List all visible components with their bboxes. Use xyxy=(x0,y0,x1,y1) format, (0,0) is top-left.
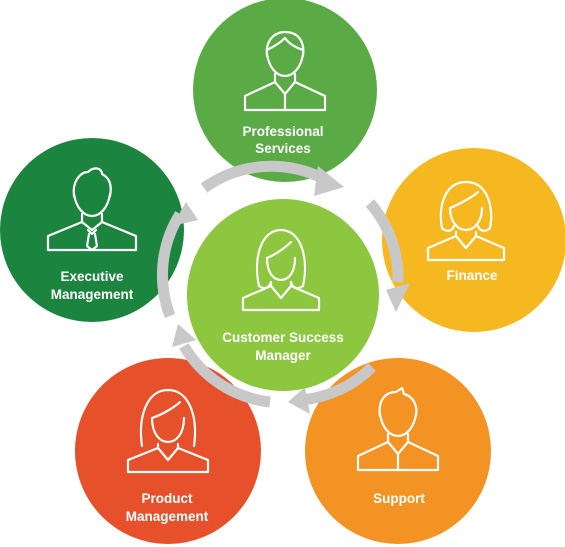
executive-management-label-line1: Executive xyxy=(60,269,124,284)
female-person-icon xyxy=(426,180,506,262)
center-label-line1: Customer Success xyxy=(222,330,344,345)
support-circle xyxy=(305,358,491,544)
female-person-icon xyxy=(241,228,321,312)
finance-label: Finance xyxy=(446,268,498,283)
female-person-icon xyxy=(126,388,210,474)
product-management-label-line1: Product xyxy=(141,491,193,506)
product-management-label-line2: Management xyxy=(126,509,209,524)
professional-services-label-line1: Professional xyxy=(242,124,323,139)
male-person-icon xyxy=(356,386,440,472)
support-label: Support xyxy=(373,491,425,506)
professional-services-label-line2: Services xyxy=(255,141,311,156)
male-person-icon xyxy=(46,167,138,252)
product-management-circle xyxy=(75,358,261,544)
male-person-icon xyxy=(243,30,327,112)
executive-management-label-line2: Management xyxy=(51,287,134,302)
center-label-line2: Manager xyxy=(255,348,311,363)
professional-services-circle xyxy=(193,0,377,182)
cycle-arrowheads xyxy=(172,166,410,414)
